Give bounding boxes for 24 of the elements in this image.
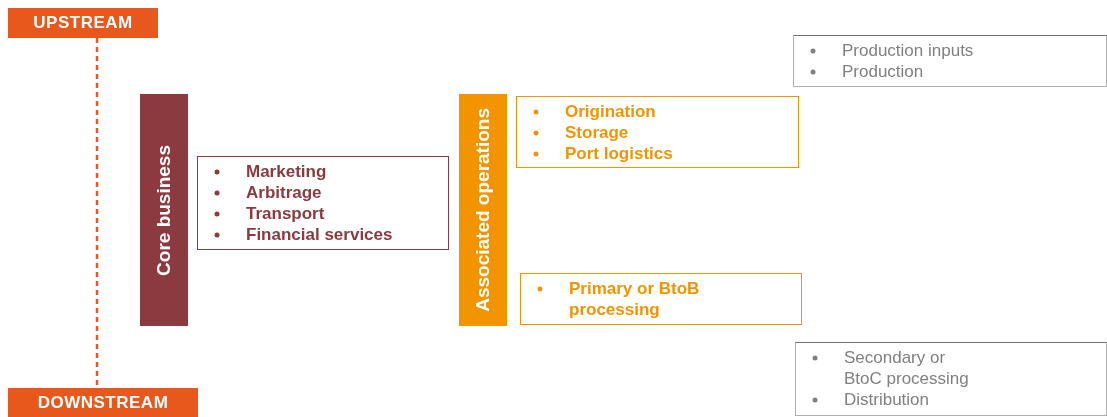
list-box	[520, 273, 802, 325]
vertical-label: Associated operations	[472, 108, 494, 312]
list-box	[795, 342, 1107, 416]
list-item: Financial services	[246, 225, 393, 244]
list-item: Port logistics	[565, 144, 673, 163]
vertical-bar	[459, 94, 507, 326]
list-box	[516, 96, 799, 168]
list-item: Primary or BtoB processing	[569, 279, 700, 319]
list-item: Production	[842, 62, 924, 81]
list-item: Secondary or BtoC processing	[844, 348, 969, 388]
list-item: Marketing	[246, 162, 327, 181]
vertical-bar	[140, 94, 188, 326]
list-item: Distribution	[844, 390, 930, 409]
vertical-label: Core business	[153, 144, 175, 276]
list-item: Origination	[565, 102, 656, 121]
list-item: Storage	[565, 123, 629, 142]
list-box	[793, 35, 1107, 87]
stage-label: UPSTREAM	[8, 8, 158, 38]
list-box	[197, 156, 449, 250]
list-item: Arbitrage	[246, 183, 322, 202]
list-item: Production inputs	[842, 41, 974, 60]
dashed-line	[95, 38, 99, 388]
list-item: Transport	[246, 204, 325, 223]
stage-label: DOWNSTREAM	[8, 388, 198, 417]
